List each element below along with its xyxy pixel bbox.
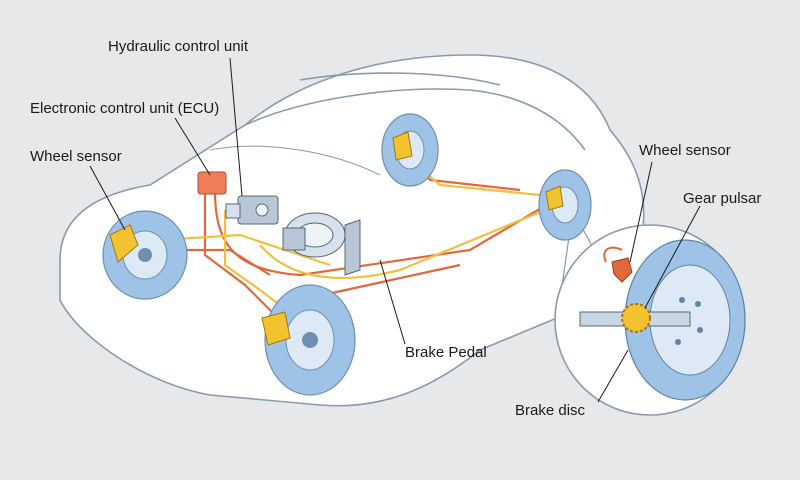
label-brake-pedal: Brake Pedal <box>405 344 487 361</box>
label-wheel-sensor-left: Wheel sensor <box>30 148 122 165</box>
label-brake-disc: Brake disc <box>515 402 586 419</box>
callout-leaders <box>89 57 701 403</box>
label-gear-pulsar: Gear pulsar <box>683 190 762 207</box>
brake-booster <box>282 212 361 276</box>
hydraulic-unit <box>225 195 279 225</box>
wheel-front-left <box>261 284 356 396</box>
wheel-rear-left <box>102 210 188 300</box>
label-electronic-control-unit: Electronic control unit (ECU) <box>30 100 220 117</box>
label-hydraulic-control-unit: Hydraulic control unit <box>108 38 249 55</box>
ecu-module <box>197 171 227 195</box>
wheel-rear-right <box>381 113 439 187</box>
wheel-front-right <box>538 169 592 241</box>
label-wheel-sensor-right: Wheel sensor <box>639 142 731 159</box>
magnified-detail <box>554 224 746 416</box>
